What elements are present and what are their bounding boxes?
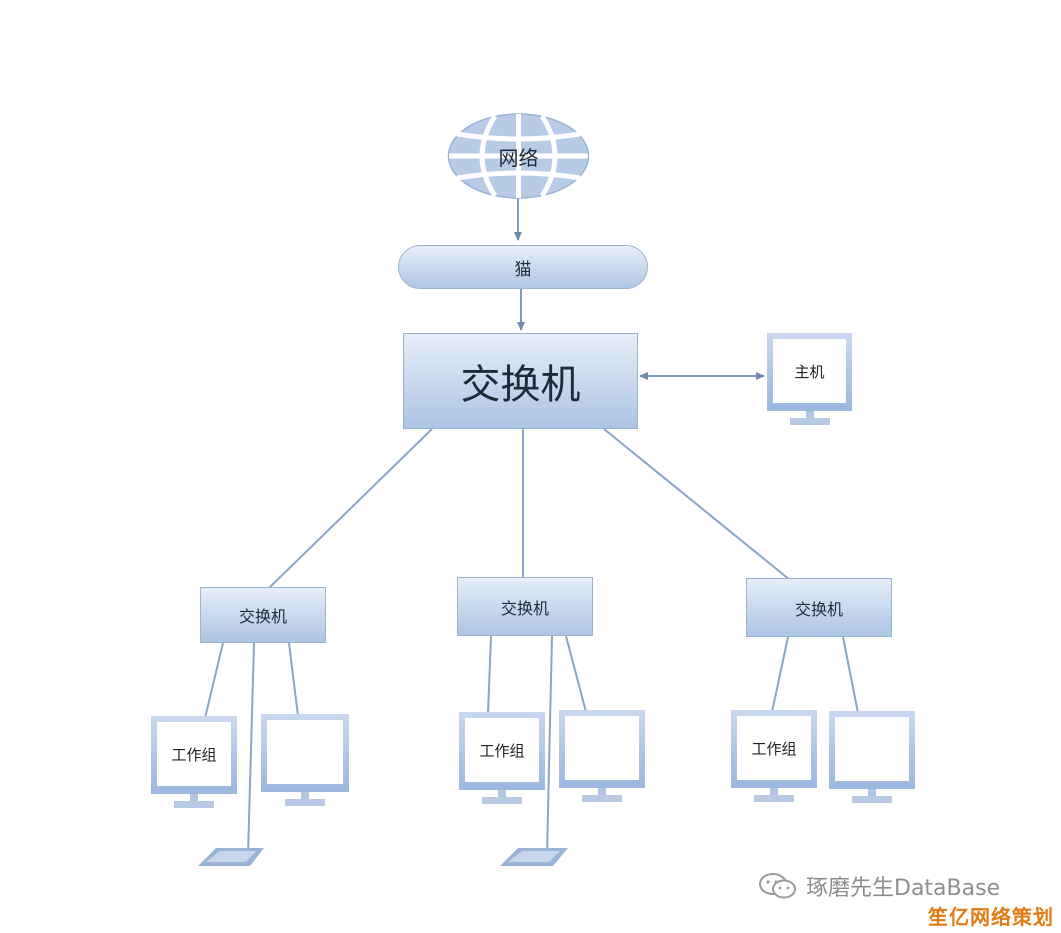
brand-watermark: 笙亿网络策划 bbox=[928, 905, 1054, 929]
modem-label: 猫 bbox=[514, 259, 532, 280]
workgroup-center-monitor-icon: 工作组 bbox=[459, 712, 545, 807]
connector-left-laptop bbox=[247, 642, 255, 856]
connector-switch-right bbox=[603, 428, 791, 581]
sub-switch-center-label: 交换机 bbox=[500, 598, 549, 618]
watermark: 琢磨先生DataBase bbox=[758, 868, 1000, 904]
connector-left-pc1 bbox=[204, 642, 224, 719]
network-label: 网络 bbox=[498, 146, 539, 170]
workgroup-right-monitor-icon: 工作组 bbox=[731, 710, 817, 805]
watermark-account: 琢磨先生DataBase bbox=[806, 876, 1001, 901]
connector-switch-left bbox=[267, 428, 433, 590]
workgroup-right-label: 工作组 bbox=[737, 716, 811, 780]
connector-left-pc2 bbox=[288, 642, 299, 717]
connector-right-pc2 bbox=[842, 636, 859, 714]
sub-switch-left-node: 交换机 bbox=[200, 587, 326, 643]
core-switch-node: 交换机 bbox=[403, 333, 638, 429]
sub-switch-right-node: 交换机 bbox=[746, 578, 892, 637]
workgroup-center-label: 工作组 bbox=[465, 718, 539, 782]
connector-center-pc2 bbox=[565, 635, 587, 713]
host-label: 主机 bbox=[773, 339, 846, 403]
pc-left-monitor-icon bbox=[261, 714, 349, 809]
workgroup-left-label: 工作组 bbox=[157, 722, 231, 786]
pc-right-monitor-icon bbox=[829, 711, 915, 806]
workgroup-left-monitor-icon: 工作组 bbox=[151, 716, 237, 811]
host-monitor-icon: 主机 bbox=[767, 333, 852, 433]
pc-center-monitor-icon bbox=[559, 710, 645, 805]
globe-icon bbox=[447, 113, 590, 199]
sub-switch-center-node: 交换机 bbox=[457, 577, 593, 636]
connector-center-laptop bbox=[546, 635, 553, 856]
core-switch-label: 交换机 bbox=[460, 362, 581, 408]
sub-switch-right-label: 交换机 bbox=[794, 599, 843, 619]
connector-right-pc1 bbox=[771, 636, 789, 713]
wechat-icon bbox=[759, 873, 796, 899]
modem-node: 猫 bbox=[398, 245, 648, 289]
laptop-icon bbox=[198, 848, 264, 866]
sub-switch-left-label: 交换机 bbox=[238, 607, 287, 626]
laptop-icon bbox=[500, 848, 568, 866]
connector-center-pc1 bbox=[487, 635, 492, 715]
